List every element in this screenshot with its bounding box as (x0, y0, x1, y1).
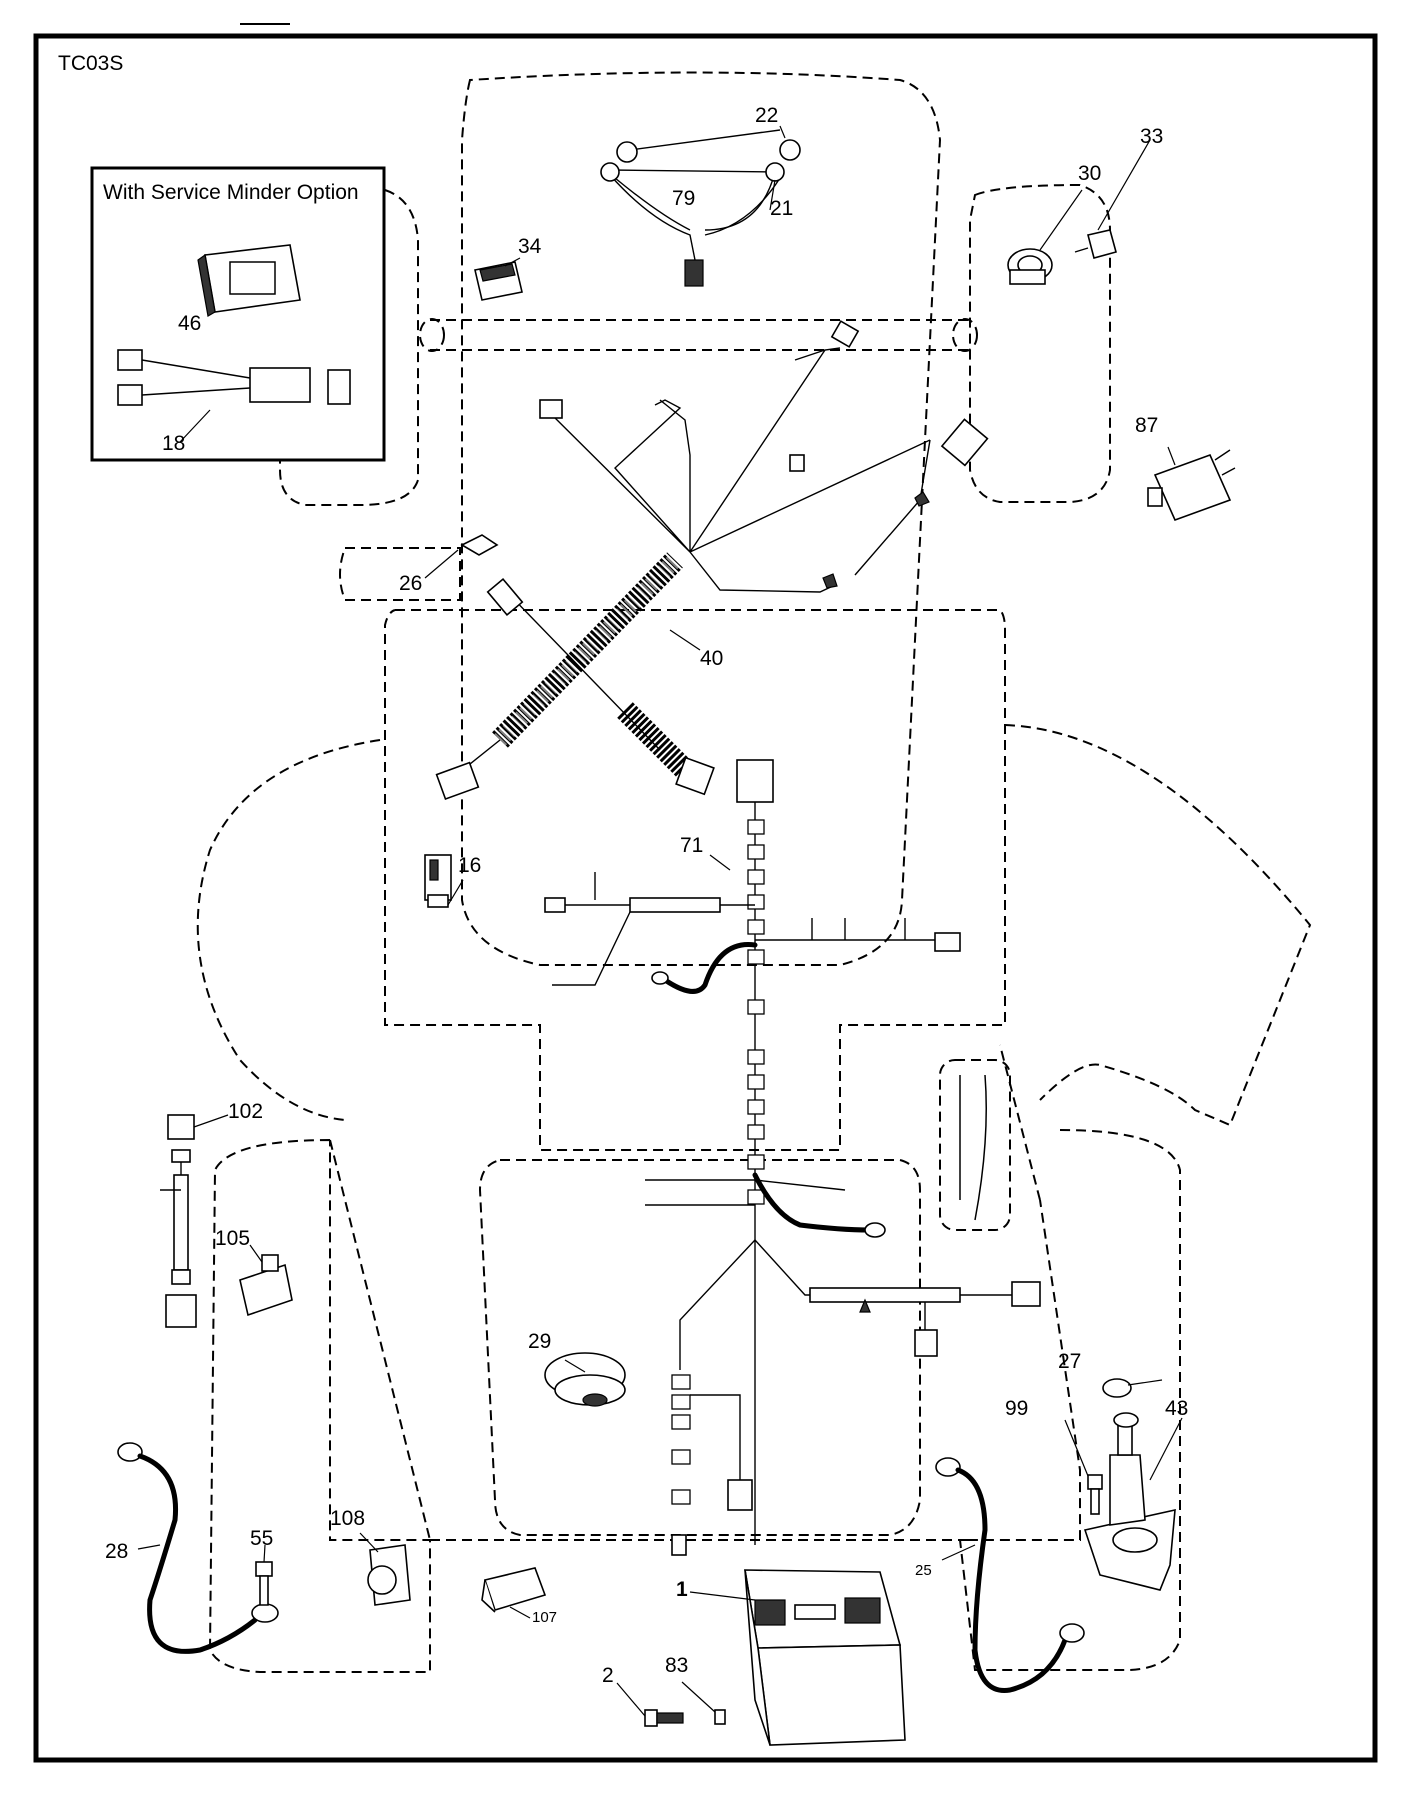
callout-46: 46 (178, 312, 201, 335)
bolt-99 (1087, 1474, 1103, 1515)
battery (744, 1569, 906, 1746)
callout-27: 27 (1058, 1350, 1081, 1373)
callout-83: 83 (665, 1654, 688, 1677)
callout-105: 105 (215, 1227, 250, 1250)
callout-79: 79 (672, 187, 695, 210)
grommet (544, 1352, 626, 1407)
callout-18: 18 (162, 432, 185, 455)
callout-leaders (137, 125, 1183, 1717)
bolt-55 (255, 1561, 273, 1606)
callout-55: 55 (250, 1527, 273, 1550)
callout-87: 87 (1135, 414, 1158, 437)
callout-33: 33 (1140, 125, 1163, 148)
service-minder-harness (117, 349, 351, 406)
ignition-switch (1007, 248, 1053, 285)
relay-switch (1147, 449, 1236, 522)
callout-labels: 22 79 21 30 33 34 46 18 87 26 40 71 16 1… (105, 104, 1188, 1687)
main-wire-harness (435, 320, 989, 801)
callout-107: 107 (532, 1609, 557, 1626)
fuse (460, 534, 499, 556)
service-minder-inset: With Service Minder Option (90, 166, 386, 462)
diagram-frame (33, 33, 1378, 1763)
ignition-key (1087, 229, 1117, 259)
connector-16 (424, 854, 452, 908)
callout-25: 25 (915, 1562, 932, 1579)
callout-30: 30 (1078, 162, 1101, 185)
callout-71: 71 (680, 834, 703, 857)
callout-102: 102 (228, 1100, 263, 1123)
battery-nut (714, 1709, 726, 1725)
relay-105 (239, 1254, 293, 1317)
callout-99: 99 (1005, 1397, 1028, 1420)
battery-cable-28 (117, 1442, 279, 1654)
callout-28: 28 (105, 1540, 128, 1563)
battery-bolt (644, 1709, 684, 1727)
diagram-code: TC03S (58, 52, 123, 75)
callout-2: 2 (602, 1664, 614, 1687)
callout-40: 40 (700, 647, 723, 670)
callout-29: 29 (528, 1330, 551, 1353)
starter-solenoid (1083, 1412, 1176, 1591)
callout-22: 22 (755, 104, 778, 127)
module-107 (481, 1567, 547, 1613)
callout-43: 43 (1165, 1397, 1188, 1420)
callout-21: 21 (770, 197, 793, 220)
chassis-outline (196, 71, 1312, 1673)
inset-title: With Service Minder Option (103, 181, 359, 204)
callout-16: 16 (458, 854, 481, 877)
dash-wire-harness (544, 759, 1041, 1556)
nut-27 (1102, 1378, 1132, 1398)
solenoid-108 (367, 1544, 411, 1606)
callout-1: 1 (676, 1578, 688, 1601)
battery-cable-25 (935, 1457, 1085, 1693)
headlight-harness (600, 129, 801, 287)
callout-108: 108 (330, 1507, 365, 1530)
relay-harness (160, 1114, 197, 1328)
main-connector (736, 759, 774, 803)
callout-34: 34 (518, 235, 542, 258)
callout-26: 26 (399, 572, 422, 595)
